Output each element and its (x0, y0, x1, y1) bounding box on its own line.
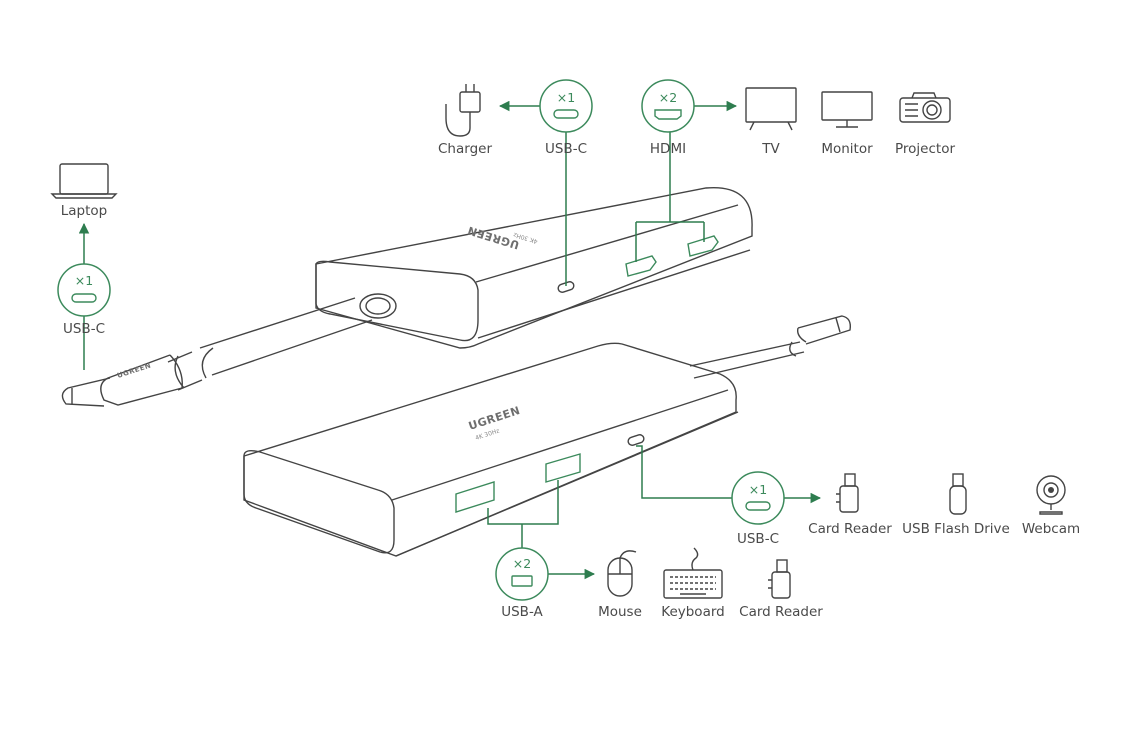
keyboard-icon (664, 548, 722, 598)
laptop-icon (52, 164, 116, 198)
hdmi-badge: ×2 (642, 80, 694, 132)
usb-c-upstream-count: ×1 (75, 273, 93, 288)
hdmi-count: ×2 (659, 90, 677, 105)
usb-c-pd-count: ×1 (557, 90, 575, 105)
usb-c-pd-badge: ×1 (540, 80, 592, 132)
card-reader-label: Card Reader (808, 521, 892, 537)
usb-a-count: ×2 (513, 556, 531, 571)
usb-flash-drive-label: USB Flash Drive (902, 521, 1010, 537)
top-hub-usb-c-plug: UGREEN (62, 355, 182, 406)
bottom-hub-usb-a-port-2 (546, 454, 580, 482)
top-hub-hdmi-port-1 (626, 256, 656, 276)
usb-c-pd-label: USB-C (545, 141, 587, 157)
projector-label: Projector (895, 141, 955, 157)
usb-flash-drive-icon (950, 474, 966, 514)
plug-brand: UGREEN (116, 361, 152, 380)
usb-a-badge: ×2 (496, 548, 548, 600)
top-hub-hdmi-port-2 (688, 236, 718, 256)
monitor-label: Monitor (821, 141, 873, 157)
charger-icon (446, 84, 480, 136)
usb-c-data-badge: ×1 (732, 472, 784, 524)
tv-label: TV (761, 141, 780, 157)
mouse-icon (608, 551, 636, 596)
bottom-hub-usb-a-port-1 (456, 482, 494, 512)
top-hub: UGREEN UGREEN 4K 30Hz (62, 188, 752, 406)
usb-c-upstream-label: USB-C (63, 321, 105, 337)
laptop-label: Laptop (61, 203, 108, 219)
charger-label: Charger (438, 141, 492, 157)
monitor-icon (822, 92, 872, 127)
bottom-hub-usb-c-port (627, 434, 645, 447)
card-reader-label-2: Card Reader (739, 604, 823, 620)
keyboard-label: Keyboard (661, 604, 724, 620)
card-reader-icon (836, 474, 858, 512)
tv-icon (746, 88, 796, 130)
top-hub-brand: UGREEN (466, 223, 521, 251)
card-reader-icon (768, 560, 790, 598)
projector-icon (900, 93, 950, 122)
mouse-label: Mouse (598, 604, 642, 620)
webcam-label: Webcam (1022, 521, 1080, 537)
webcam-icon (1037, 476, 1065, 514)
usb-c-data-count: ×1 (749, 482, 767, 497)
usb-a-label: USB-A (501, 604, 543, 620)
usb-c-data-label: USB-C (737, 531, 779, 547)
bottom-hub-usb-c-plug (798, 316, 851, 344)
usb-c-upstream-badge: ×1 (58, 264, 110, 316)
hdmi-label: HDMI (650, 141, 686, 157)
